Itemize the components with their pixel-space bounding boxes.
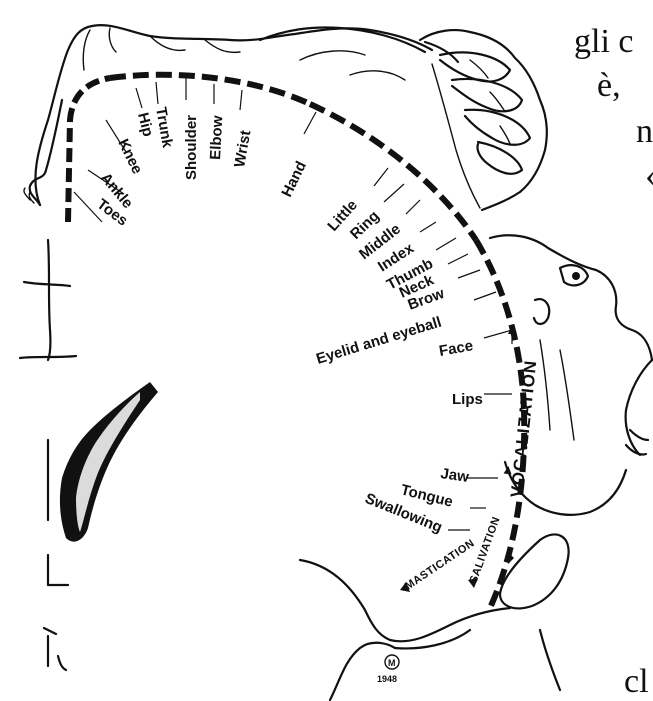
label-trunk: Trunk — [152, 106, 176, 150]
label-vocalization: VOCALIZATION — [507, 359, 540, 498]
label-elbow: Elbow — [207, 115, 226, 160]
label-mastication: MASTICATION — [403, 537, 477, 592]
body-part-labels: Toes Ankle Knee Hip Trunk Shoulder Elbow… — [94, 106, 541, 593]
side-text-line-5: cl — [624, 663, 649, 700]
label-hip: Hip — [134, 111, 156, 139]
label-wrist: Wrist — [231, 129, 254, 169]
label-jaw: Jaw — [439, 465, 470, 486]
label-hand: Hand — [278, 159, 310, 200]
homunculus-hand-drawing — [420, 30, 547, 210]
label-eyelid: Eyelid and eyeball — [314, 314, 443, 368]
side-text-line-2: è, — [597, 67, 621, 104]
side-text-line-3: n — [636, 113, 653, 150]
side-text-line-4: ‹ — [645, 157, 653, 194]
cortex-outline — [300, 560, 560, 700]
signature-mark: M 1948 — [377, 655, 399, 684]
label-salivation: SALIVATION — [468, 515, 503, 585]
svg-text:1948: 1948 — [377, 674, 397, 684]
tongue-shape — [500, 534, 569, 608]
side-text-line-1: gli c — [574, 23, 633, 60]
homunculus-body-drawing — [24, 25, 432, 205]
motor-band-segment — [476, 240, 524, 410]
label-knee: Knee — [114, 136, 145, 176]
leader-lines — [74, 78, 512, 530]
svg-text:M: M — [388, 658, 396, 668]
label-lips: Lips — [452, 391, 483, 408]
label-face: Face — [438, 337, 475, 360]
label-shoulder: Shoulder — [183, 115, 200, 180]
brain-section-fragments — [20, 240, 158, 670]
